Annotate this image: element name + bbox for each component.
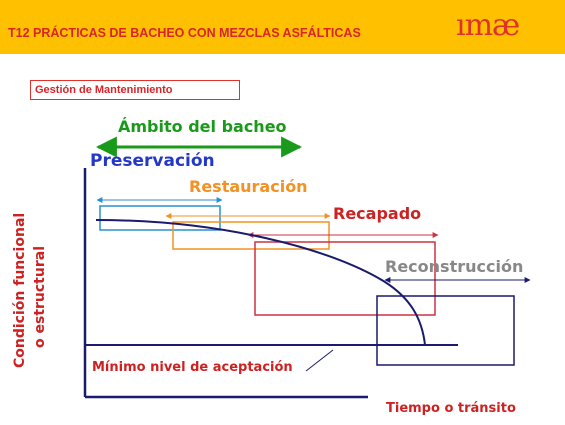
- section-box: [30, 80, 240, 100]
- resurfacing-label: Recapado: [333, 204, 422, 223]
- x-axis-label: Tiempo o tránsito: [386, 401, 516, 416]
- resurfacing-box: [254, 241, 436, 316]
- reconstruction-label: Reconstrucción: [385, 257, 524, 276]
- y-axis-label-line-1: Condición funcional: [12, 212, 28, 368]
- preservation-label: Preservación: [90, 151, 215, 171]
- threshold-label: Mínimo nivel de aceptación: [92, 360, 293, 375]
- imae-logo: ımæ: [456, 8, 520, 43]
- scope-label: Ámbito del bacheo: [118, 117, 287, 136]
- section-label: Gestión de Mantenimiento: [35, 84, 173, 96]
- threshold-pointer: [305, 349, 334, 372]
- y-axis-label-line-2: o estructural: [32, 246, 48, 348]
- slide-title: T12 PRÁCTICAS DE BACHEO CON MEZCLAS ASFÁ…: [8, 26, 361, 40]
- reconstruction-box: [376, 295, 515, 366]
- restoration-label: Restauración: [189, 177, 308, 196]
- condition-curve: [95, 219, 426, 346]
- slide-header: [0, 0, 565, 54]
